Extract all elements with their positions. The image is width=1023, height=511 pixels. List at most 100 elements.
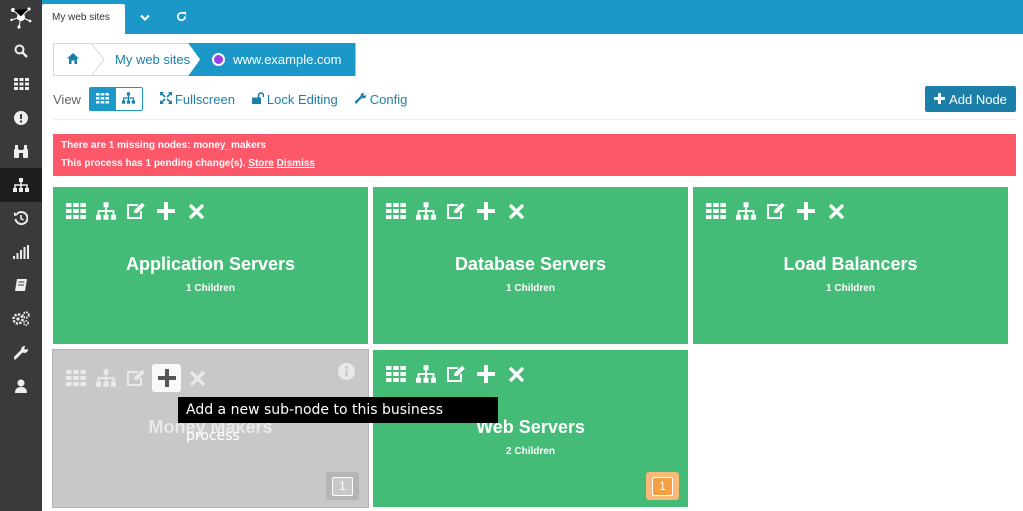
history-icon bbox=[14, 211, 28, 226]
breadcrumb-home[interactable] bbox=[53, 43, 91, 76]
tile-view-icon[interactable] bbox=[66, 201, 86, 221]
sidebar-item-overview[interactable] bbox=[0, 135, 42, 169]
edit-icon[interactable] bbox=[126, 368, 146, 388]
info-icon[interactable] bbox=[338, 363, 355, 385]
sidebar-item-dashboard[interactable] bbox=[0, 68, 42, 102]
close-icon[interactable] bbox=[187, 368, 207, 388]
overview-icon bbox=[13, 144, 29, 159]
sitemap-icon[interactable] bbox=[416, 364, 436, 384]
plus-icon bbox=[934, 92, 946, 107]
tile-view-icon[interactable] bbox=[66, 368, 86, 388]
sidebar-item-problems[interactable] bbox=[0, 101, 42, 135]
tile-application-servers[interactable]: Application Servers 1 Children bbox=[53, 187, 368, 344]
divider bbox=[53, 119, 1016, 120]
sidebar-item-history[interactable] bbox=[0, 202, 42, 236]
refresh-icon bbox=[176, 9, 187, 27]
fullscreen-link[interactable]: Fullscreen bbox=[159, 91, 235, 107]
breadcrumb: My web sites www.example.com bbox=[53, 43, 356, 76]
edit-icon[interactable] bbox=[446, 364, 466, 384]
tile-view-icon[interactable] bbox=[706, 201, 726, 221]
fullscreen-label: Fullscreen bbox=[174, 91, 235, 107]
state-count: 1 bbox=[332, 476, 353, 496]
add-sub-node-button[interactable] bbox=[152, 364, 181, 392]
tiles-icon bbox=[95, 92, 109, 107]
tile-actions bbox=[66, 201, 206, 221]
sidebar bbox=[0, 0, 42, 511]
refresh-button[interactable] bbox=[170, 8, 192, 28]
sidebar-item-reporting[interactable] bbox=[0, 235, 42, 269]
tab-my-web-sites[interactable]: My web sites bbox=[42, 4, 125, 34]
fullscreen-icon bbox=[159, 91, 172, 107]
logo[interactable] bbox=[0, 0, 42, 34]
state-count-badge: 1 bbox=[326, 472, 359, 500]
tile-view-button[interactable] bbox=[88, 87, 116, 111]
breadcrumb-current-label: www.example.com bbox=[233, 52, 342, 67]
chevron-down-icon bbox=[140, 9, 150, 27]
dismiss-link[interactable]: Dismiss bbox=[276, 158, 315, 169]
tile-children-count: 1 Children bbox=[506, 283, 555, 294]
add-icon[interactable] bbox=[796, 201, 816, 221]
tab-dropdown-button[interactable] bbox=[134, 8, 156, 28]
add-icon[interactable] bbox=[476, 201, 496, 221]
sitemap-icon[interactable] bbox=[96, 201, 116, 221]
add-node-button[interactable]: Add Node bbox=[925, 86, 1016, 112]
edit-icon[interactable] bbox=[446, 201, 466, 221]
close-icon[interactable] bbox=[506, 364, 526, 384]
sitemap-icon[interactable] bbox=[96, 368, 116, 388]
add-icon[interactable] bbox=[476, 364, 496, 384]
state-count: 1 bbox=[652, 476, 673, 496]
sitemap-icon[interactable] bbox=[416, 201, 436, 221]
tab-bar: My web sites bbox=[42, 0, 1023, 34]
business-process-icon bbox=[13, 177, 29, 192]
home-icon bbox=[66, 51, 79, 69]
sidebar-item-user[interactable] bbox=[0, 369, 42, 403]
tile-load-balancers[interactable]: Load Balancers 1 Children bbox=[693, 187, 1008, 344]
store-link[interactable]: Store bbox=[248, 158, 274, 169]
tile-children-count: 1 Children bbox=[826, 283, 875, 294]
tooltip: Add a new sub-node to this business proc… bbox=[178, 397, 498, 444]
view-label: View bbox=[53, 91, 81, 107]
sitemap-icon[interactable] bbox=[736, 201, 756, 221]
config-link[interactable]: Config bbox=[354, 92, 407, 107]
edit-icon[interactable] bbox=[126, 201, 146, 221]
state-count-badge: 1 bbox=[646, 472, 679, 500]
sidebar-item-configuration[interactable] bbox=[0, 336, 42, 370]
sidebar-item-business-process[interactable] bbox=[0, 168, 42, 202]
documentation-icon bbox=[14, 278, 28, 292]
tile-title: Load Balancers bbox=[783, 254, 918, 274]
sitemap-icon bbox=[122, 91, 136, 107]
sidebar-item-search[interactable] bbox=[0, 34, 42, 68]
tile-actions bbox=[706, 201, 846, 221]
view-controls: View Fullscreen Lock Editing bbox=[53, 86, 407, 112]
close-icon[interactable] bbox=[826, 201, 846, 221]
tree-view-button[interactable] bbox=[115, 87, 143, 111]
close-icon[interactable] bbox=[506, 201, 526, 221]
unlock-icon bbox=[251, 91, 265, 107]
tile-title: Database Servers bbox=[454, 254, 607, 274]
breadcrumb-my-web-sites[interactable]: My web sites bbox=[91, 43, 201, 76]
pending-changes-text: This process has 1 pending change(s). bbox=[61, 158, 246, 169]
gears-icon bbox=[12, 311, 30, 327]
lock-editing-label: Lock Editing bbox=[266, 91, 338, 107]
missing-nodes-message: There are 1 missing nodes: money_makers bbox=[61, 140, 267, 151]
tile-web-servers[interactable]: Web Servers 2 Children 1 bbox=[373, 350, 688, 507]
tile-database-servers[interactable]: Database Servers 1 Children bbox=[373, 187, 688, 344]
tile-title: Web Servers bbox=[476, 417, 585, 437]
tile-view-icon[interactable] bbox=[386, 201, 406, 221]
reporting-icon bbox=[13, 244, 29, 259]
sidebar-item-system[interactable] bbox=[0, 302, 42, 336]
add-icon[interactable] bbox=[156, 201, 176, 221]
tile-actions bbox=[66, 364, 207, 392]
tile-actions bbox=[386, 201, 526, 221]
sidebar-item-documentation[interactable] bbox=[0, 269, 42, 303]
tile-title: Application Servers bbox=[125, 254, 296, 274]
tile-actions bbox=[386, 364, 526, 384]
dashboard-icon bbox=[13, 78, 29, 91]
lock-editing-link[interactable]: Lock Editing bbox=[251, 91, 338, 107]
tile-view-icon[interactable] bbox=[386, 364, 406, 384]
breadcrumb-current[interactable]: www.example.com bbox=[188, 43, 356, 76]
close-icon[interactable] bbox=[186, 201, 206, 221]
pending-changes-message: This process has 1 pending change(s). St… bbox=[61, 157, 1008, 174]
edit-icon[interactable] bbox=[766, 201, 786, 221]
